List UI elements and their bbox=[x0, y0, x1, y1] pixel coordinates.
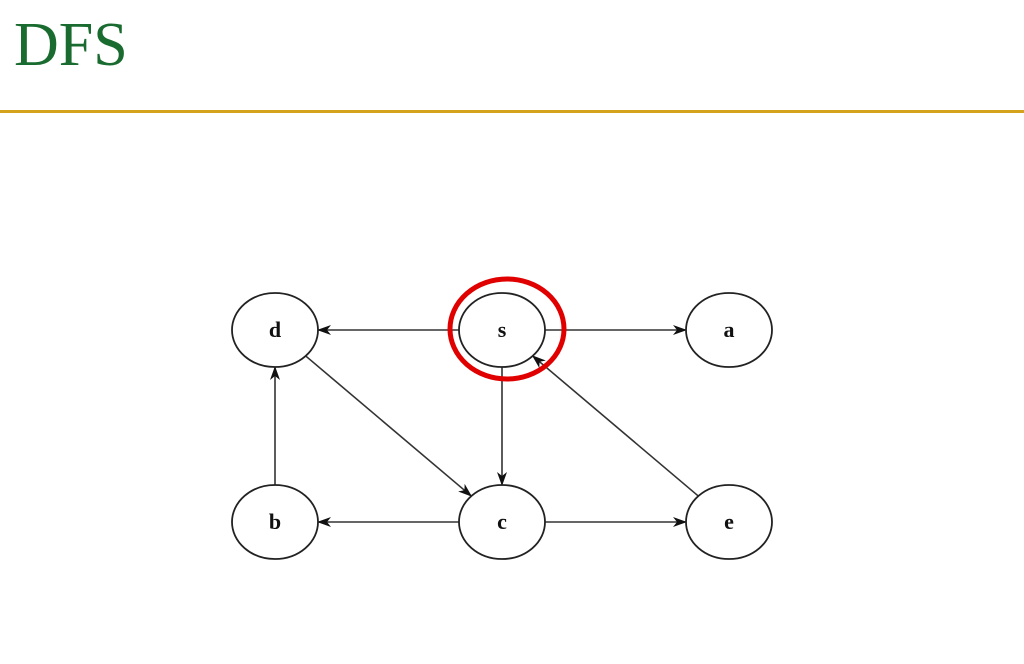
node-label-b: b bbox=[269, 509, 281, 534]
edges-layer bbox=[270, 325, 699, 527]
node-label-e: e bbox=[724, 509, 734, 534]
node-shape-e bbox=[685, 484, 773, 560]
highlight-layer bbox=[447, 276, 567, 382]
title-divider bbox=[0, 110, 1024, 113]
node-b: b bbox=[231, 484, 319, 560]
node-s: s bbox=[458, 292, 546, 368]
node-label-c: c bbox=[497, 509, 507, 534]
node-d: d bbox=[231, 292, 319, 368]
nodes-layer: d s a b c e bbox=[231, 292, 773, 560]
node-shape-d bbox=[231, 292, 319, 368]
node-shape-b bbox=[231, 484, 319, 560]
node-shape-s bbox=[458, 292, 546, 368]
page-title: DFS bbox=[14, 11, 128, 79]
node-label-a: a bbox=[724, 317, 735, 342]
highlight-ring bbox=[447, 276, 567, 382]
node-a: a bbox=[685, 292, 773, 368]
edge-e-to-s bbox=[531, 355, 699, 497]
node-shape-a bbox=[685, 292, 773, 368]
node-label-s: s bbox=[498, 317, 507, 342]
edge-d-to-c bbox=[305, 355, 473, 497]
node-shape-c bbox=[458, 484, 546, 560]
node-c: c bbox=[458, 484, 546, 560]
node-e: e bbox=[685, 484, 773, 560]
node-label-d: d bbox=[269, 317, 281, 342]
